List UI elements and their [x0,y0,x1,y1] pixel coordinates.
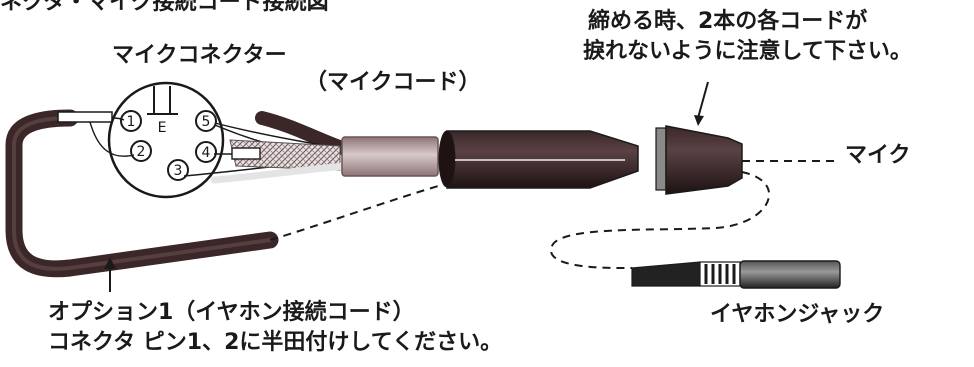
shell-opening [438,130,456,188]
earphone-dashed-cord [550,171,771,269]
diagram-heading: ネクタ・マイク接続コード接続図 [0,0,329,15]
heat-shrink-tube [231,147,261,160]
white-wire [210,162,349,184]
connector-body [107,81,225,199]
option-note-line-2: コネクタ ピン1、2に半田付けしてください。 [48,330,503,355]
ground-terminal: E [158,120,167,136]
microphone-connector: E 1 2 3 4 5 [107,81,225,199]
pin-2-label: 2 [137,144,146,160]
caution-note-line-1: 締める時、2本の各コードが [588,9,868,34]
pin-2: 2 [130,140,152,162]
earphone-jack [631,260,841,289]
mic-label: マイク [845,143,911,168]
earphone-cable-loop [5,109,279,278]
caution-note-line-2: 捩れないように注意して下さい。 [583,39,912,64]
pin-4: 4 [195,141,217,163]
connector-label: マイクコネクター [112,43,287,68]
mic-cord-label: （マイクコード） [305,70,481,95]
pin-1-label: 1 [127,114,136,130]
mic-cord-sheath [341,136,439,177]
pin-1: 1 [120,110,142,132]
caution-arrow [694,81,709,126]
pin-3-label: 3 [174,163,183,179]
pin-4-label: 4 [202,145,211,161]
pin-3: 3 [167,159,189,181]
dashed-cord-lower [269,183,446,241]
plug-cap [655,125,743,195]
option-arrow [104,257,116,292]
option-note-line-1: オプション1（イヤホン接続コード） [48,300,415,325]
pin-5: 5 [195,110,217,132]
pin-5-label: 5 [202,114,211,130]
earphone-jack-label: イヤホンジャック [710,302,885,327]
